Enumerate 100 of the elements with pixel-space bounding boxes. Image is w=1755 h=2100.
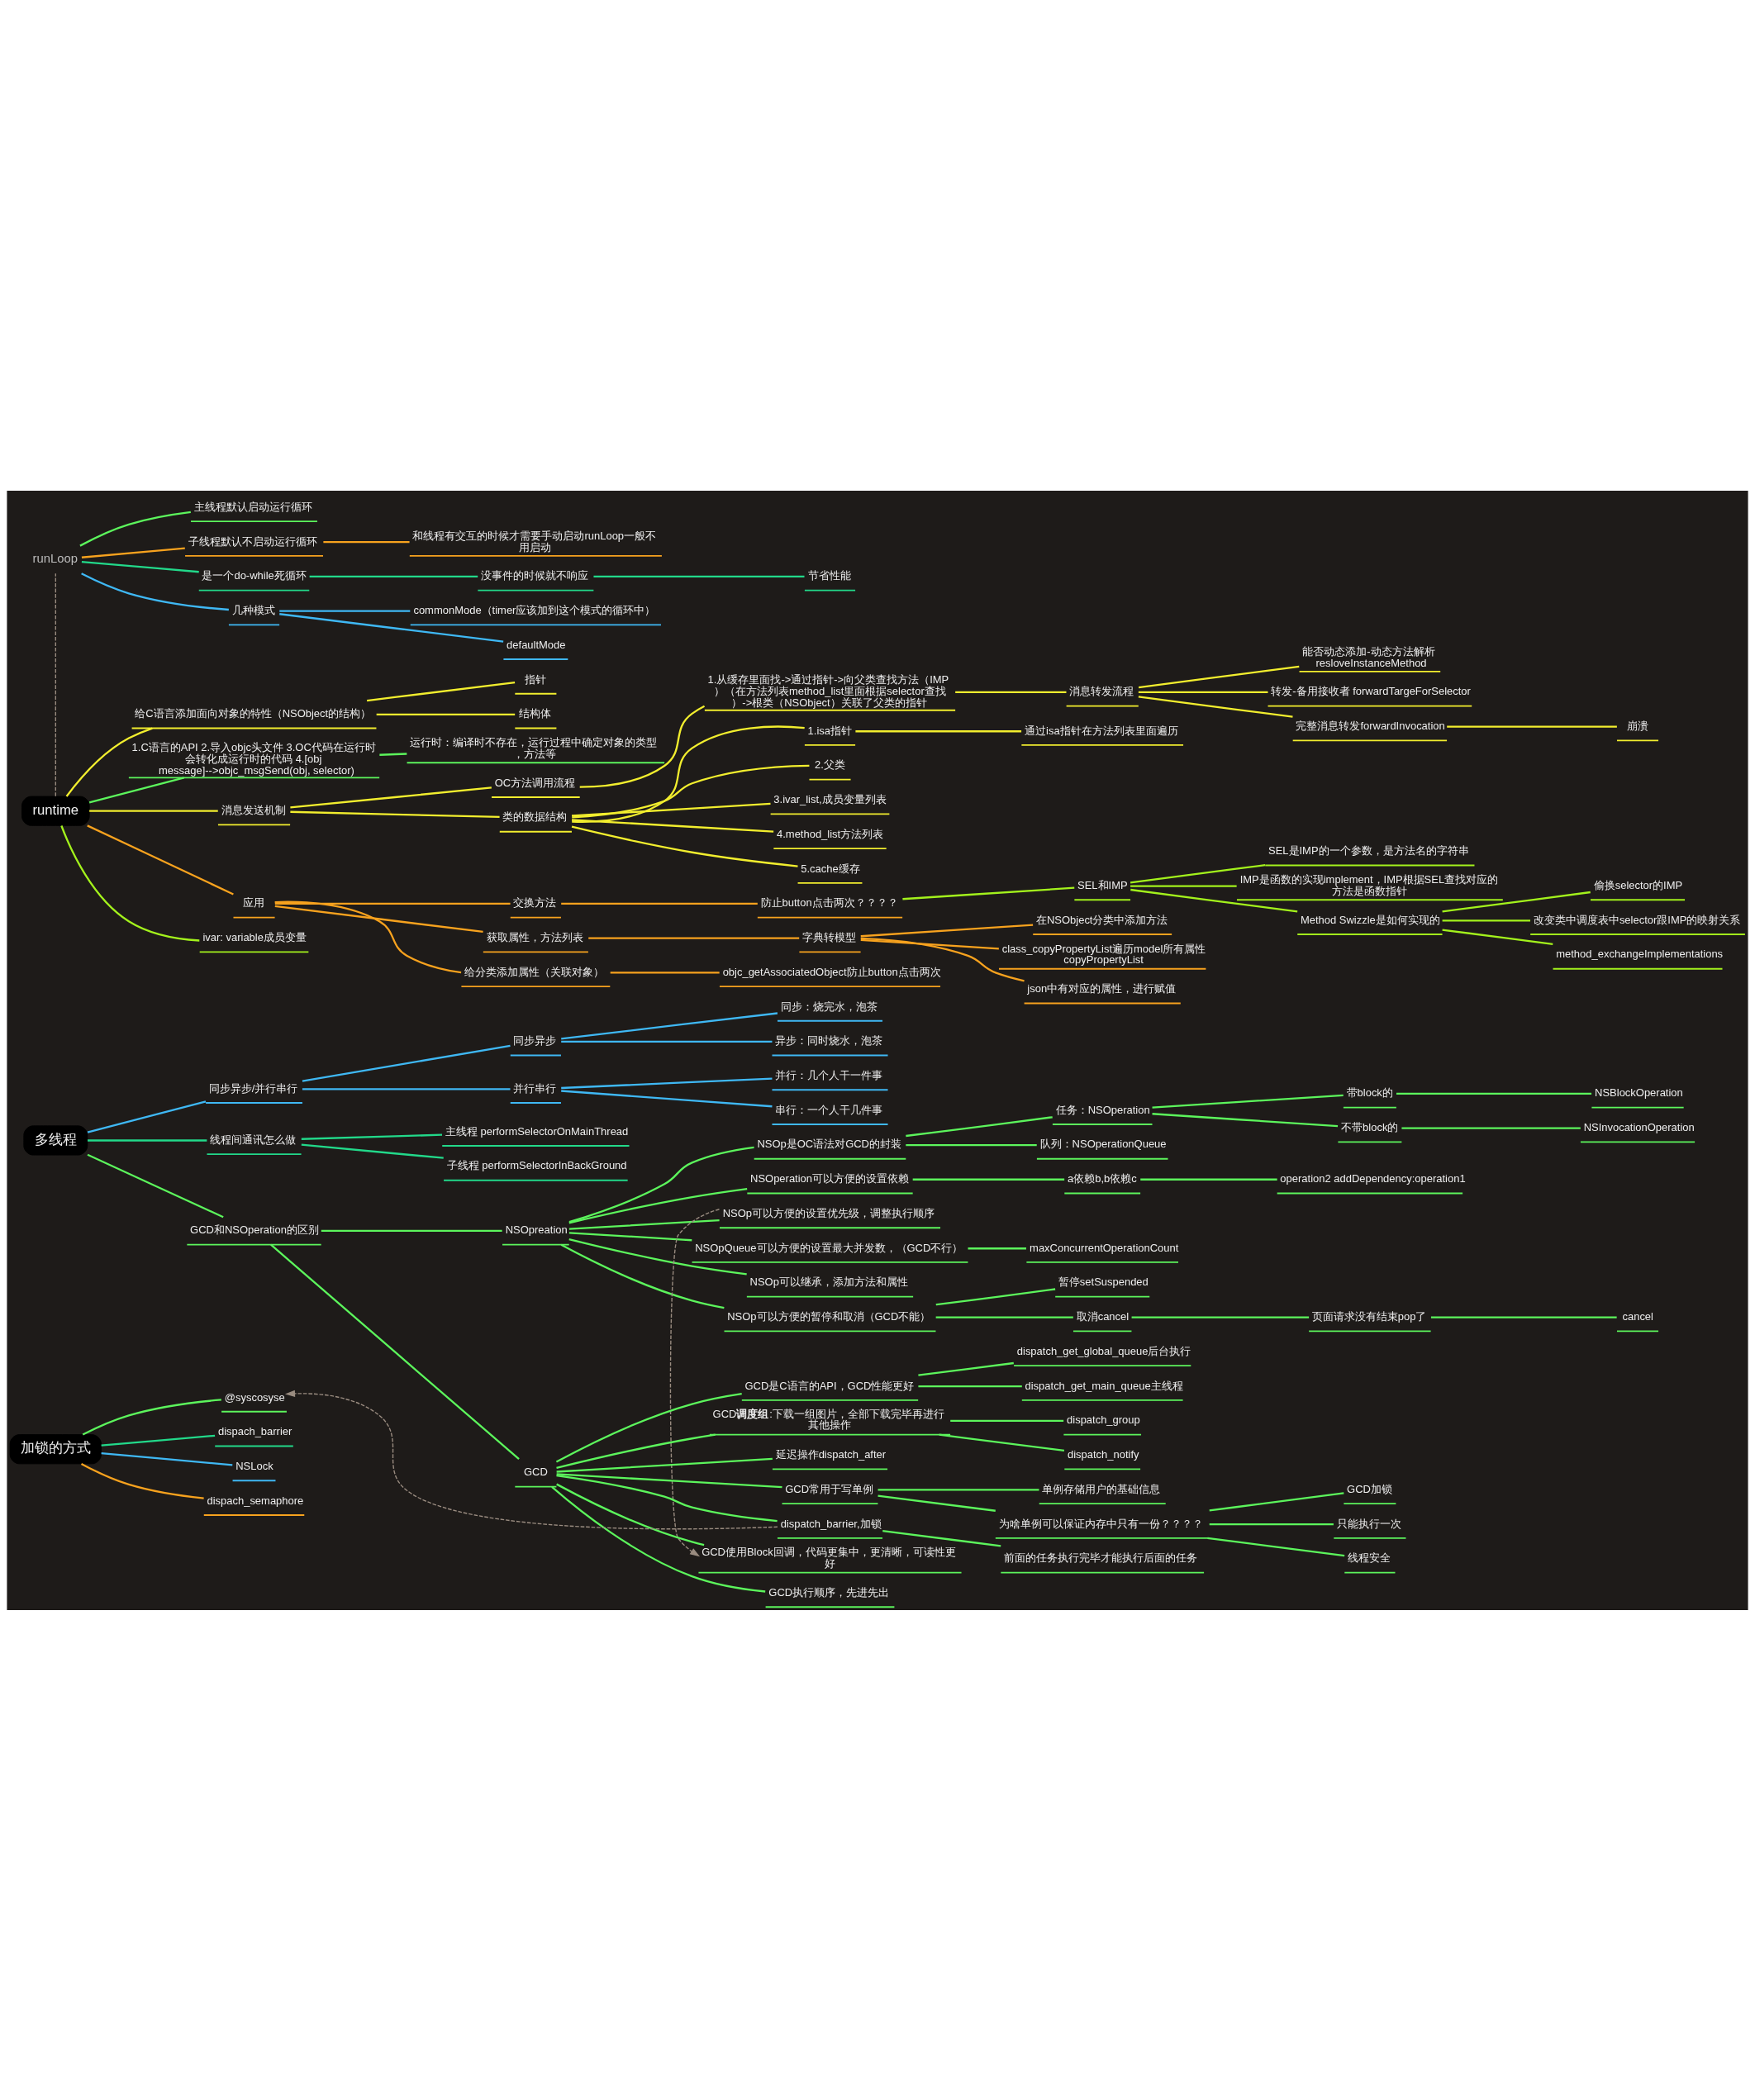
connector: [279, 612, 504, 643]
node-text: 没事件的时候就不响应: [481, 568, 589, 582]
connector: [101, 1434, 216, 1447]
node-text: NSOperation可以方便的设置依赖: [750, 1171, 910, 1185]
node-text: commonMode（timer应该加到这个模式的循环中）: [413, 603, 656, 616]
node-text: 交换方法: [513, 896, 557, 909]
connector: [301, 1133, 443, 1140]
connector: [878, 1494, 996, 1512]
node-text: NSOpreation: [505, 1223, 568, 1236]
node-text: dispatch_barrier,加锁: [780, 1517, 882, 1530]
connector: [1209, 1491, 1344, 1512]
node-text: 5.cache缓存: [801, 862, 860, 875]
connector: [321, 1229, 502, 1232]
node-text: json中有对应的属性，进行赋值: [1027, 981, 1177, 995]
node-text: 并行串行: [513, 1081, 557, 1095]
arrow: [284, 1390, 778, 1529]
connector: [1130, 888, 1298, 912]
connector: [955, 691, 1067, 693]
node-text: defaultMode: [507, 638, 566, 651]
node-text: 主线程默认启动运行循环: [193, 500, 312, 513]
connector: [1209, 1523, 1334, 1525]
connector: [860, 924, 1034, 937]
connector: [1131, 1316, 1310, 1318]
node-text: operation2 addDependency:operation1: [1280, 1171, 1466, 1185]
connector: [81, 560, 199, 573]
connector: [1152, 1094, 1344, 1109]
connector: [579, 705, 706, 788]
connector: [1130, 884, 1237, 887]
node-text: 子线程 performSelectorInBackGround: [446, 1158, 627, 1171]
arrow: [669, 1208, 721, 1556]
node-text: SEL是IMP的一个参数，是方法名的字符串: [1268, 843, 1469, 857]
connector: [902, 886, 1075, 900]
connector: [568, 1146, 754, 1223]
connector: [939, 1432, 1065, 1451]
node-text: 线程间通讯怎么做: [210, 1133, 297, 1146]
connector: [80, 1462, 204, 1499]
connector: [379, 752, 407, 756]
connector: [610, 971, 720, 973]
connector: [55, 573, 56, 797]
connector: [302, 1087, 511, 1090]
node-text: 1.C语言的API 2.导入objc头文件 3.OC代码在运行时会转化成运行时的代码 4.[obj message]-->objc_msgSend(obj, selector): [131, 740, 376, 777]
node-text: method_exchangeImplementations: [1556, 947, 1724, 960]
node-text: GCD和NSOperation的区别: [190, 1223, 319, 1236]
connector: [918, 1385, 1022, 1387]
connector: [860, 938, 999, 949]
connector: [274, 902, 511, 905]
node-text: NSOp可以继承，添加方法和属性: [749, 1275, 908, 1288]
connector: [571, 802, 771, 817]
node-text: cancel: [1622, 1309, 1653, 1323]
connector: [556, 1474, 778, 1522]
connector: [561, 1011, 778, 1039]
node-text: NSInvocationOperation: [1583, 1120, 1695, 1133]
node-text: objc_getAssociatedObject防止button点击两次: [722, 965, 941, 978]
node-text: 3.ivar_list,成员变量列表: [773, 792, 887, 805]
connector: [1152, 1112, 1339, 1127]
connector: [561, 902, 758, 905]
node-text: 字典转模型: [802, 930, 857, 943]
node-text: dispach_semaphore: [207, 1494, 304, 1507]
connector: [87, 1153, 224, 1218]
node-text: 子线程默认不启动运行循环: [188, 535, 317, 548]
connector: [561, 1077, 773, 1089]
node-text: maxConcurrentOperationCount: [1030, 1241, 1179, 1254]
connector: [571, 825, 798, 867]
connector: [556, 1433, 716, 1469]
connector: [1138, 665, 1300, 688]
node-box: 加锁的方式: [9, 1433, 102, 1464]
node-text: 消息发送机制: [221, 803, 286, 816]
node-text: SEL和IMP: [1077, 878, 1128, 891]
connector: [571, 818, 774, 833]
node-text: 几种模式: [231, 603, 275, 616]
connector: [555, 1392, 742, 1463]
node-text: 改变类中调度表中selector跟IMP的映射关系: [1533, 913, 1741, 926]
node-text: 单例存储用户的基础信息: [1042, 1482, 1161, 1495]
connector: [568, 1231, 692, 1241]
connector: [556, 1457, 773, 1473]
node-text: 偷换selector的IMP: [1593, 878, 1683, 891]
connector: [1130, 863, 1266, 883]
connector: [568, 1219, 720, 1230]
connector: [1442, 919, 1531, 921]
node-text: NSOpQueue可以方便的设置最大并发数，（GCD不行）: [695, 1241, 963, 1254]
node-text: 在NSObject分类中添加方法: [1035, 913, 1168, 926]
connector: [270, 1243, 520, 1460]
connector: [88, 776, 185, 803]
connector: [882, 1529, 1001, 1546]
node-text: NSLock: [235, 1459, 273, 1472]
connector: [309, 575, 478, 577]
connector: [1442, 891, 1591, 912]
node-text: 主线程 performSelectorOnMainThread: [445, 1124, 629, 1138]
connector: [593, 575, 805, 577]
connector: [89, 810, 218, 812]
connector: [82, 1398, 221, 1436]
node-text: 暂停setSuspended: [1058, 1275, 1149, 1288]
node-text: 不带block的: [1341, 1120, 1399, 1133]
node-text: Method Swizzle是如何实现的: [1300, 913, 1440, 926]
connector: [906, 1143, 1037, 1146]
node-text: 能否动态添加-动态方法解析 resloveInstanceMethod: [1302, 644, 1435, 669]
node-text: 转发-备用接收者 forwardTargeForSelector: [1271, 684, 1471, 697]
connector: [918, 1361, 1014, 1376]
node-text: 为啥单例可以保证内存中只有一份？？？？: [998, 1517, 1203, 1530]
connector: [935, 1287, 1056, 1305]
